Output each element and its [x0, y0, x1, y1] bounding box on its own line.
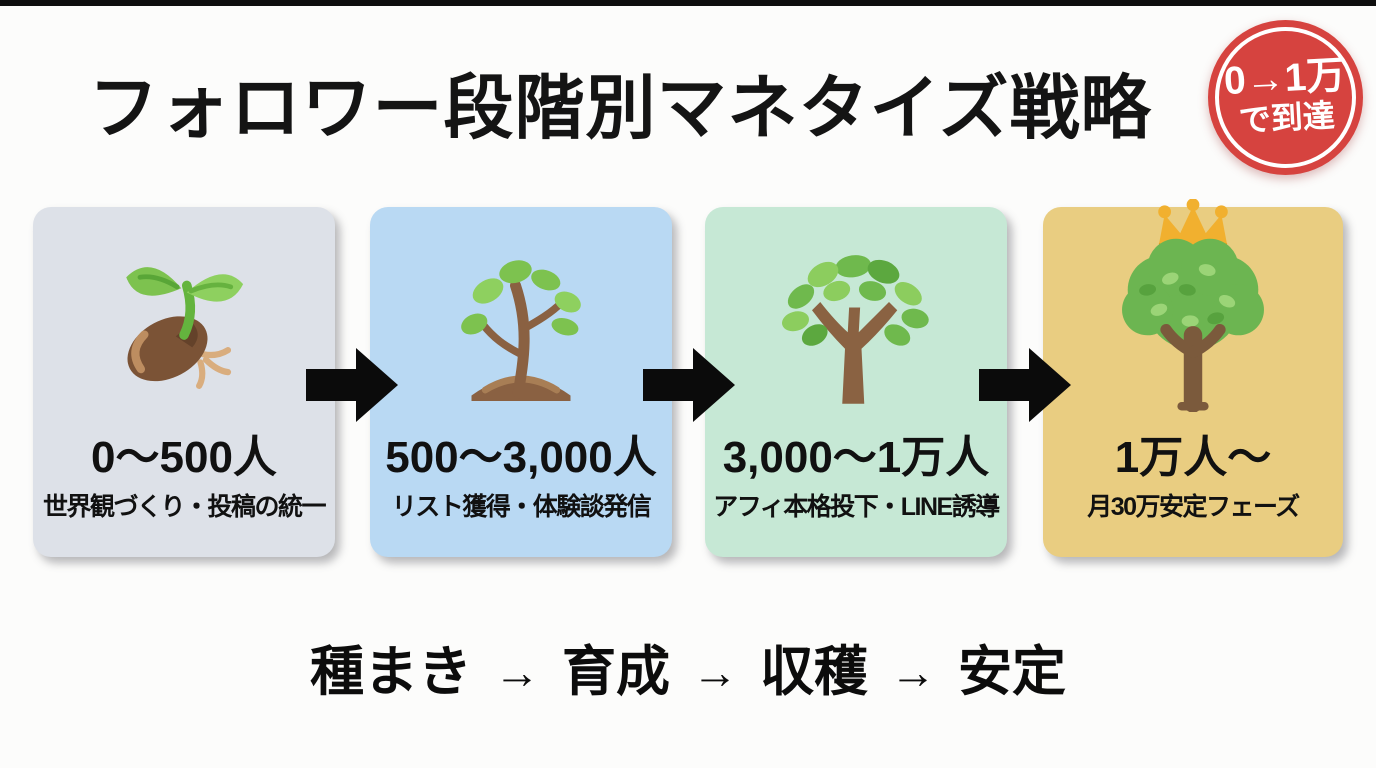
follower-range: 0〜500人: [91, 433, 277, 482]
stage-card-seeding: 0〜500人 世界観づくり・投稿の統一: [33, 207, 335, 557]
badge-line1: 0→1万: [1222, 53, 1347, 103]
badge-line2: で到達: [1237, 97, 1336, 139]
flow-step-growing: 育成: [562, 642, 670, 702]
arrow-right-icon: [979, 348, 1071, 422]
sapling-icon: [426, 247, 616, 412]
top-border-bar: [0, 0, 1376, 6]
stage-card-stable: 1万人〜 月30万安定フェーズ: [1043, 199, 1343, 557]
follower-range: 500〜3,000人: [385, 433, 657, 482]
follower-range: 1万人〜: [1114, 433, 1272, 482]
stage-strategy: リスト獲得・体験談発信: [391, 493, 652, 521]
trunk: [1160, 323, 1226, 412]
stage-strategy: アフィ本格投下・LINE誘導: [713, 493, 1000, 521]
reach-badge-text: 0→1万 で到達: [1222, 53, 1348, 140]
flow-step-stable: 安定: [958, 642, 1066, 702]
growth-flow: 種まき → 育成 → 収穫 → 安定: [0, 640, 1376, 705]
arrow-right-icon: →: [692, 646, 738, 699]
tree-icon: [761, 247, 951, 412]
arrow-right-icon: [643, 348, 735, 422]
arrow-right-icon: →: [494, 646, 540, 699]
page-title: フォロワー段階別マネタイズ戦略: [88, 69, 1152, 147]
stage-strategy: 世界観づくり・投稿の統一: [42, 493, 327, 521]
follower-range: 3,000〜1万人: [722, 433, 990, 482]
seed-sprout-icon: [89, 247, 279, 412]
stage-card-growing: 500〜3,000人 リスト獲得・体験談発信: [370, 207, 672, 557]
flow-step-seeding: 種まき: [310, 642, 472, 702]
reach-badge: 0→1万 で到達: [1208, 20, 1363, 175]
crowned-tree-icon: [1098, 199, 1288, 412]
stage-strategy: 月30万安定フェーズ: [1087, 493, 1300, 521]
arrow-right-icon: →: [890, 646, 936, 699]
flow-step-harvest: 収穫: [760, 642, 868, 702]
arrow-right-icon: [306, 348, 398, 422]
stage-card-harvest: 3,000〜1万人 アフィ本格投下・LINE誘導: [705, 207, 1007, 557]
